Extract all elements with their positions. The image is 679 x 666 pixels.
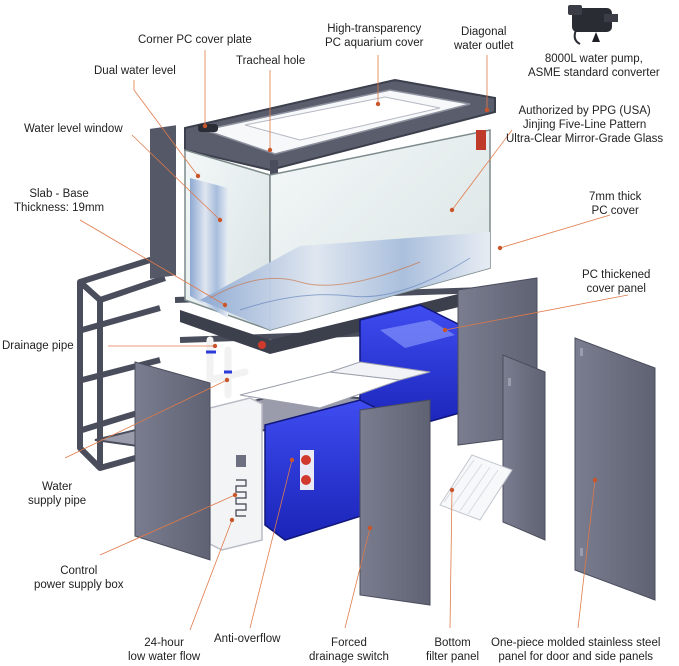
label-water-level-window: Water level window (24, 123, 123, 135)
control-power-box (209, 397, 263, 551)
tank-lid-frame (184, 78, 496, 190)
label-stainless-panel: One-piece molded stainless steel panel f… (491, 637, 661, 663)
label-water-pump: 8000L water pump, ASME standard converte… (528, 53, 660, 79)
label-pc-cover-7mm: 7mm thick PC cover (589, 191, 642, 217)
sump (239, 304, 471, 541)
label-high-transparency-cover: High-transparency PC aquarium cover (325, 23, 424, 49)
label-corner-pc-cover-plate: Corner PC cover plate (138, 34, 252, 46)
plumbing (206, 336, 249, 399)
label-anti-overflow: Anti-overflow (214, 633, 281, 645)
label-authorized-glass: Authorized by PPG (USA) Jinjing Five-Lin… (506, 105, 664, 145)
label-forced-drainage: Forced drainage switch (309, 637, 389, 663)
label-water-supply-pipe: Water supply pipe (28, 481, 87, 507)
label-pc-thickened-panel: PC thickened cover panel (582, 269, 651, 295)
leader-dots (195, 101, 598, 531)
label-drainage-pipe: Drainage pipe (2, 340, 74, 352)
glass-tank (150, 125, 491, 332)
label-tracheal-hole: Tracheal hole (236, 55, 306, 67)
label-bottom-filter: Bottom filter panel (426, 637, 480, 663)
stand-top (180, 285, 495, 354)
label-control-power-box: Control power supply box (34, 565, 124, 591)
label-low-water-flow: 24-hour low water flow (128, 637, 201, 663)
leader-lines (64, 50, 629, 631)
label-dual-water-level: Dual water level (94, 65, 176, 77)
water-pump-icon (568, 5, 618, 45)
bottom-filter-panel (439, 454, 513, 521)
label-diagonal-water-outlet: Diagonal water outlet (454, 26, 514, 52)
label-slab-base: Slab - Base Thickness: 19mm (14, 188, 105, 214)
side-door-panels (134, 277, 656, 606)
